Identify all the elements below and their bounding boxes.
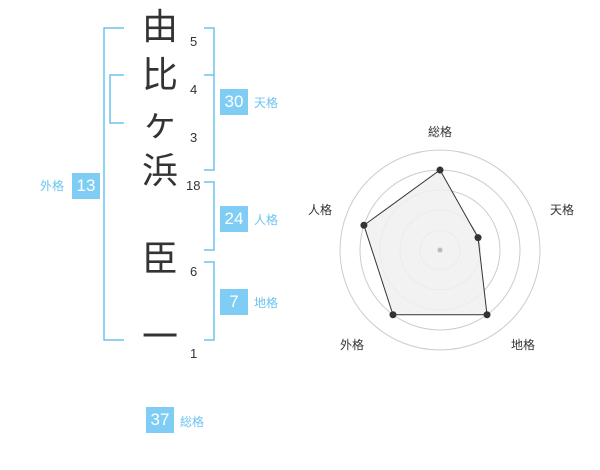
stroke-count-4: 18 (186, 178, 201, 193)
stroke-count-6: 1 (190, 346, 198, 361)
stroke-count-2: 4 (190, 82, 198, 97)
radar-center-dot (437, 247, 443, 253)
radar-point-3 (483, 311, 491, 319)
chikaku-bracket (204, 261, 215, 341)
soukaku-score-box: 37 (146, 407, 174, 433)
upper-left-bracket (109, 74, 124, 124)
name-char-1: 由 (141, 7, 178, 48)
radar-point-4 (389, 311, 397, 319)
stroke-count-3: 3 (190, 130, 198, 145)
radar-label-tenkaku: 天格 (550, 203, 575, 217)
radar-grid-ring (339, 149, 541, 351)
jinkaku-score-box: 24 (220, 206, 248, 232)
radar-label-soukaku: 総格 (428, 125, 453, 139)
name-char-5: 臣 (141, 239, 178, 280)
radar-polygon (363, 169, 488, 316)
gaikaku-label: 外格 (40, 179, 65, 193)
radar-point-2 (474, 234, 482, 242)
stroke-count-5: 6 (190, 264, 198, 279)
radar-label-gaikaku: 外格 (340, 338, 365, 352)
name-char-6: 一 (141, 317, 178, 358)
soukaku-label: 総格 (180, 415, 205, 429)
stroke-count-1: 5 (190, 34, 198, 49)
name-char-2: 比 (141, 55, 178, 96)
radar-label-chikaku: 地格 (511, 338, 536, 352)
tenkaku-bracket (204, 27, 215, 171)
jinkaku-bracket (204, 181, 215, 251)
gaikaku-score-box: 13 (72, 173, 100, 199)
name-char-4: 浜 (141, 151, 178, 192)
name-char-3: ヶ (141, 103, 178, 144)
radar-label-jinkaku: 人格 (308, 203, 333, 217)
gaikaku-bracket (103, 27, 124, 341)
radar-points (360, 166, 491, 319)
radar-point-5 (360, 221, 368, 229)
tenkaku-label: 天格 (254, 96, 279, 110)
radar-point-1 (436, 166, 444, 174)
chikaku-label: 地格 (254, 296, 279, 310)
chikaku-score-box: 7 (220, 289, 248, 315)
tenkaku-score-box: 30 (220, 89, 248, 115)
jinkaku-label: 人格 (254, 213, 279, 227)
